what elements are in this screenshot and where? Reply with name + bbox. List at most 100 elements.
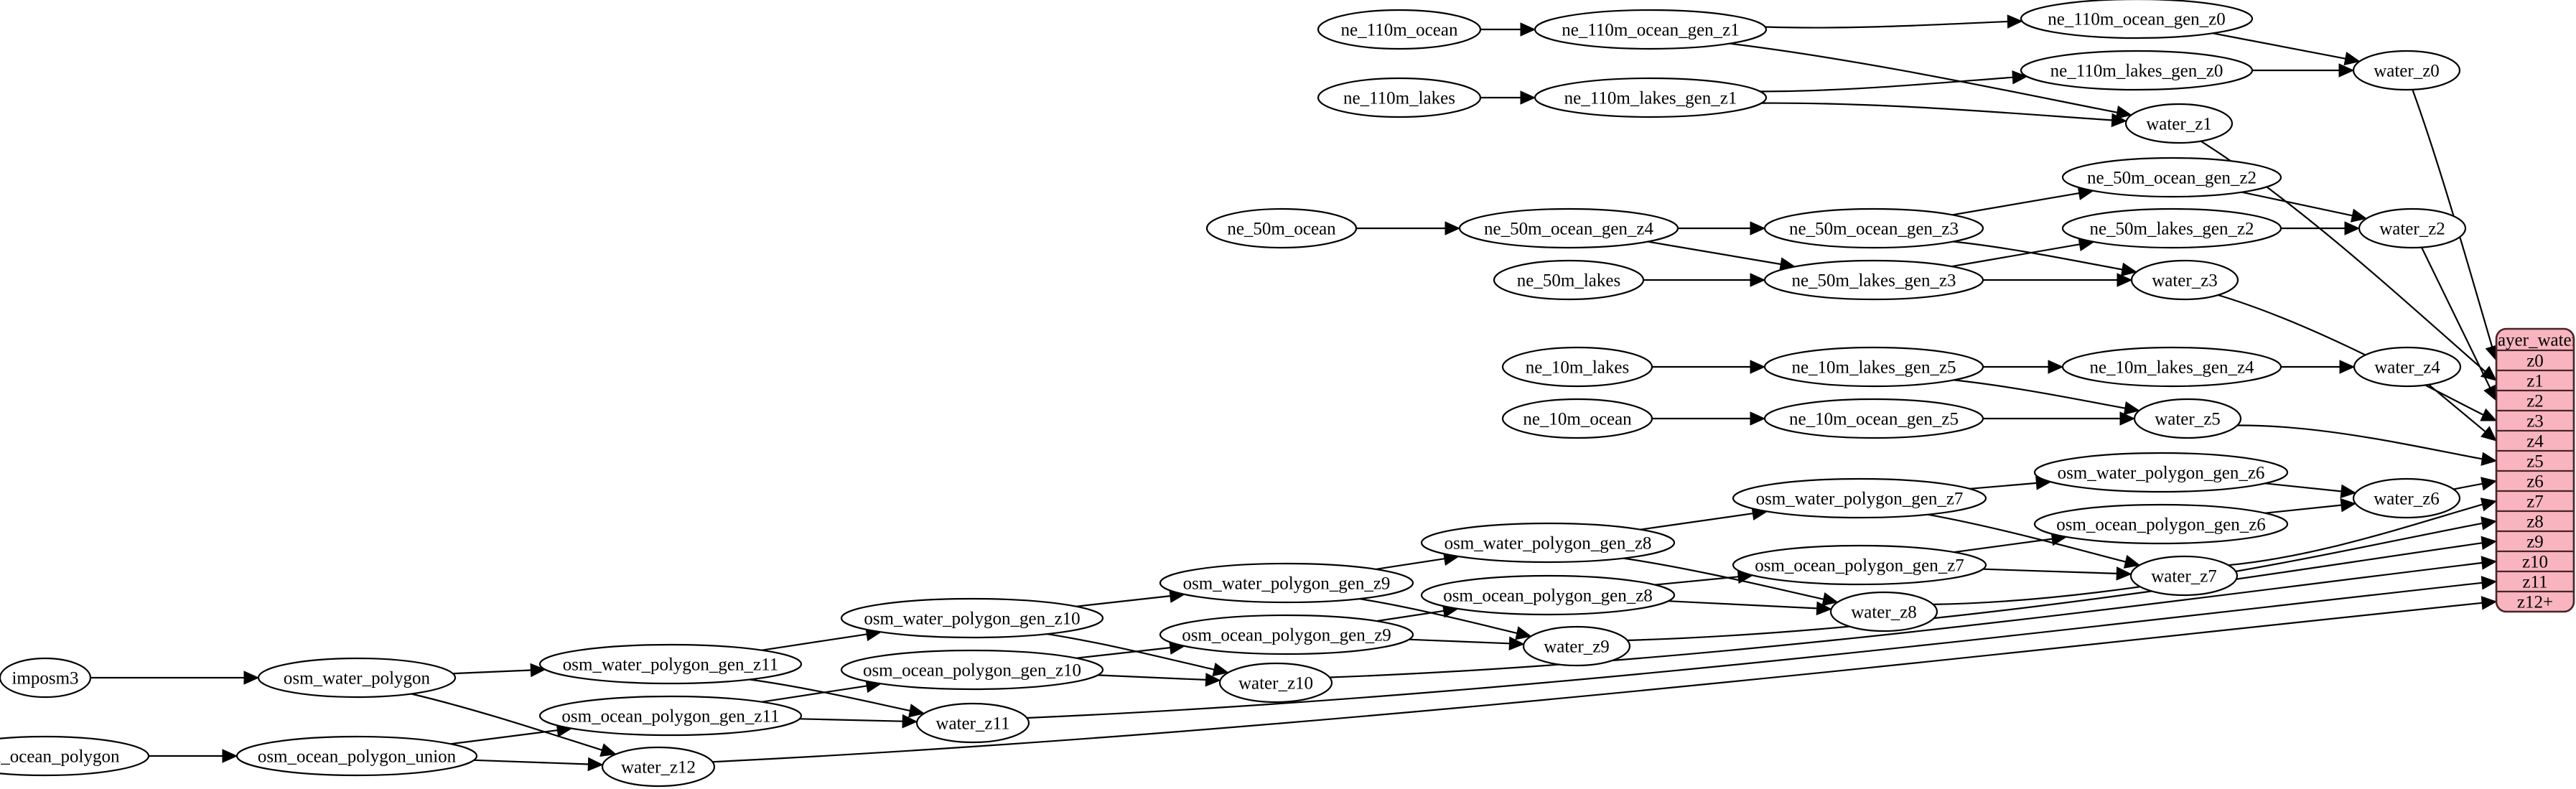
arrowhead-icon <box>1212 663 1229 677</box>
node-water_z10[interactable]: water_z10 <box>1218 662 1333 704</box>
node-osm_water_polygon_gen_z8[interactable]: osm_water_polygon_gen_z8 <box>1420 522 1676 564</box>
edge-ne_50m_ocean_gen_z3-to-water_z3 <box>1953 241 2123 271</box>
layer-water-row-label-z11: z11 <box>2522 573 2547 592</box>
edge-ne_110m_lakes_gen_z1-to-water_z1 <box>1761 102 2112 121</box>
node-water_z12[interactable]: water_z12 <box>601 746 716 788</box>
node-water_z2[interactable]: water_z2 <box>2358 207 2467 249</box>
edge-ne_50m_lakes_gen_z3-to-ne_50m_lakes_gen_z2 <box>1951 243 2080 268</box>
node-shape-water_z10 <box>1218 662 1333 704</box>
node-osm_water_polygon[interactable]: osm_water_polygon <box>257 657 457 699</box>
node-ne_50m_ocean[interactable]: ne_50m_ocean <box>1205 207 1358 249</box>
layer-water-row-z8[interactable] <box>2496 510 2574 533</box>
node-ne_50m_ocean_gen_z4[interactable]: ne_50m_ocean_gen_z4 <box>1458 207 1679 249</box>
node-ne_10m_ocean[interactable]: ne_10m_ocean <box>1501 398 1653 439</box>
node-ne_110m_lakes[interactable]: ne_110m_lakes <box>1317 77 1482 118</box>
node-shape-osm_water_polygon_gen_z8 <box>1420 522 1676 564</box>
node-water_z11[interactable]: water_z11 <box>915 702 1030 744</box>
node-water_z9[interactable]: water_z9 <box>1522 625 1631 667</box>
node-ne_110m_ocean_gen_z0[interactable]: ne_110m_ocean_gen_z0 <box>2020 0 2254 39</box>
node-shape-ne_10m_lakes_gen_z5 <box>1763 346 1984 388</box>
node-shape-osm_ocean_polygon_union <box>235 735 478 777</box>
node-osm_ocean_polygon[interactable]: osm_ocean_polygon <box>0 735 150 777</box>
node-ne_10m_ocean_gen_z5[interactable]: ne_10m_ocean_gen_z5 <box>1763 398 1984 439</box>
edge-water_z2-to-layer_water-z2 <box>2421 247 2491 388</box>
edge-water_z6-to-layer_water-z6 <box>2453 482 2483 490</box>
edge-water_z7-to-layer_water-z7 <box>2228 503 2483 566</box>
node-osm_water_polygon_gen_z11[interactable]: osm_water_polygon_gen_z11 <box>538 643 803 685</box>
arrowhead-icon <box>2483 384 2497 402</box>
node-label-water_z11: water_z11 <box>935 714 1009 734</box>
node-shape-ne_50m_lakes_gen_z3 <box>1763 259 1984 301</box>
node-ne_10m_lakes_gen_z5[interactable]: ne_10m_lakes_gen_z5 <box>1763 346 1984 388</box>
node-water_z1[interactable]: water_z1 <box>2124 103 2234 144</box>
node-shape-water_z4 <box>2353 346 2462 388</box>
node-shape-ne_50m_ocean_gen_z4 <box>1458 207 1679 249</box>
node-shape-imposm3 <box>0 657 92 699</box>
node-label-water_z3: water_z3 <box>2152 271 2218 291</box>
node-label-water_z5: water_z5 <box>2155 410 2221 429</box>
node-shape-ne_110m_ocean_gen_z0 <box>2020 0 2254 39</box>
arrowhead-icon <box>1520 22 1536 37</box>
node-label-osm_water_polygon_gen_z6: osm_water_polygon_gen_z6 <box>2058 464 2265 483</box>
node-osm_ocean_polygon_union[interactable]: osm_ocean_polygon_union <box>235 735 478 777</box>
node-label-osm_ocean_polygon: osm_ocean_polygon <box>0 747 120 767</box>
node-water_z8[interactable]: water_z8 <box>1829 591 1938 632</box>
arrowhead-icon <box>2115 105 2132 120</box>
node-shape-osm_ocean_polygon_gen_z9 <box>1159 614 1414 655</box>
layer-water-table: layer_waterz0z1z2z3z4z5z6z7z8z9z10z11z12… <box>2495 327 2575 613</box>
node-ne_10m_lakes[interactable]: ne_10m_lakes <box>1501 346 1653 388</box>
arrowhead-icon <box>2481 536 2498 551</box>
node-osm_ocean_polygon_gen_z9[interactable]: osm_ocean_polygon_gen_z9 <box>1159 614 1414 655</box>
node-ne_110m_lakes_gen_z0[interactable]: ne_110m_lakes_gen_z0 <box>2020 50 2254 91</box>
node-water_z4[interactable]: water_z4 <box>2353 346 2462 388</box>
node-ne_50m_ocean_gen_z3[interactable]: ne_50m_ocean_gen_z3 <box>1763 207 1984 249</box>
node-water_z7[interactable]: water_z7 <box>2129 555 2239 597</box>
node-osm_ocean_polygon_gen_z10[interactable]: osm_ocean_polygon_gen_z10 <box>840 649 1104 691</box>
node-osm_water_polygon_gen_z6[interactable]: osm_water_polygon_gen_z6 <box>2033 452 2289 493</box>
node-shape-ne_10m_ocean_gen_z5 <box>1763 398 1984 439</box>
arrowhead-icon <box>1750 360 1766 374</box>
node-osm_ocean_polygon_gen_z8[interactable]: osm_ocean_polygon_gen_z8 <box>1420 574 1676 616</box>
node-osm_water_polygon_gen_z9[interactable]: osm_water_polygon_gen_z9 <box>1159 562 1414 604</box>
node-ne_110m_lakes_gen_z1[interactable]: ne_110m_lakes_gen_z1 <box>1534 77 1768 118</box>
node-shape-osm_ocean_polygon <box>0 735 150 777</box>
node-label-ne_10m_ocean: ne_10m_ocean <box>1523 410 1632 429</box>
node-imposm3[interactable]: imposm3 <box>0 657 92 699</box>
arrowhead-icon <box>2007 14 2023 29</box>
node-ne_10m_lakes_gen_z4[interactable]: ne_10m_lakes_gen_z4 <box>2061 346 2282 388</box>
node-ne_110m_ocean[interactable]: ne_110m_ocean <box>1317 9 1482 50</box>
node-shape-ne_110m_lakes <box>1317 77 1482 118</box>
node-shape-osm_ocean_polygon_gen_z7 <box>1732 544 1987 586</box>
arrowhead-icon <box>2338 63 2355 78</box>
node-water_z6[interactable]: water_z6 <box>2352 477 2461 519</box>
node-label-osm_ocean_polygon_gen_z6: osm_ocean_polygon_gen_z6 <box>2056 515 2266 535</box>
layer-water-row-z12+[interactable] <box>2496 590 2574 612</box>
arrowhead-icon <box>2340 484 2357 499</box>
layer-water-row-z6[interactable] <box>2496 470 2574 492</box>
edge-osm_ocean_polygon_gen_z10-to-water_z10 <box>1097 674 1206 681</box>
edge-osm_ocean_polygon_gen_z8-to-water_z8 <box>1668 600 1817 610</box>
node-water_z5[interactable]: water_z5 <box>2133 398 2242 439</box>
node-ne_110m_ocean_gen_z1[interactable]: ne_110m_ocean_gen_z1 <box>1534 9 1768 50</box>
node-shape-osm_ocean_polygon_gen_z8 <box>1420 574 1676 616</box>
node-ne_50m_lakes_gen_z2[interactable]: ne_50m_lakes_gen_z2 <box>2061 207 2282 249</box>
node-osm_ocean_polygon_gen_z7[interactable]: osm_ocean_polygon_gen_z7 <box>1732 544 1987 586</box>
node-label-osm_water_polygon: osm_water_polygon <box>284 669 431 688</box>
edge-ne_110m_lakes_gen_z1-to-ne_110m_lakes_gen_z0 <box>1760 76 2013 93</box>
node-osm_ocean_polygon_gen_z6[interactable]: osm_ocean_polygon_gen_z6 <box>2033 503 2289 545</box>
arrowhead-icon <box>2117 273 2133 287</box>
node-osm_ocean_polygon_gen_z11[interactable]: osm_ocean_polygon_gen_z11 <box>538 695 803 737</box>
node-osm_water_polygon_gen_z7[interactable]: osm_water_polygon_gen_z7 <box>1732 477 1987 519</box>
node-ne_50m_ocean_gen_z2[interactable]: ne_50m_ocean_gen_z2 <box>2061 157 2282 198</box>
layer-water-row-z5[interactable] <box>2496 449 2574 472</box>
arrowhead-icon <box>2343 52 2361 66</box>
node-ne_50m_lakes_gen_z3[interactable]: ne_50m_lakes_gen_z3 <box>1763 259 1984 301</box>
edge-osm_water_polygon_gen_z9-to-osm_water_polygon_gen_z8 <box>1376 558 1445 570</box>
node-water_z0[interactable]: water_z0 <box>2352 50 2461 91</box>
node-water_z3[interactable]: water_z3 <box>2130 259 2239 301</box>
node-ne_50m_lakes[interactable]: ne_50m_lakes <box>1493 259 1645 301</box>
arrowhead-icon <box>2481 516 2498 531</box>
edge-water_z4-to-layer_water-z4 <box>2428 383 2486 433</box>
node-label-osm_water_polygon_gen_z7: osm_water_polygon_gen_z7 <box>1756 490 1964 509</box>
node-osm_water_polygon_gen_z10[interactable]: osm_water_polygon_gen_z10 <box>840 597 1104 639</box>
